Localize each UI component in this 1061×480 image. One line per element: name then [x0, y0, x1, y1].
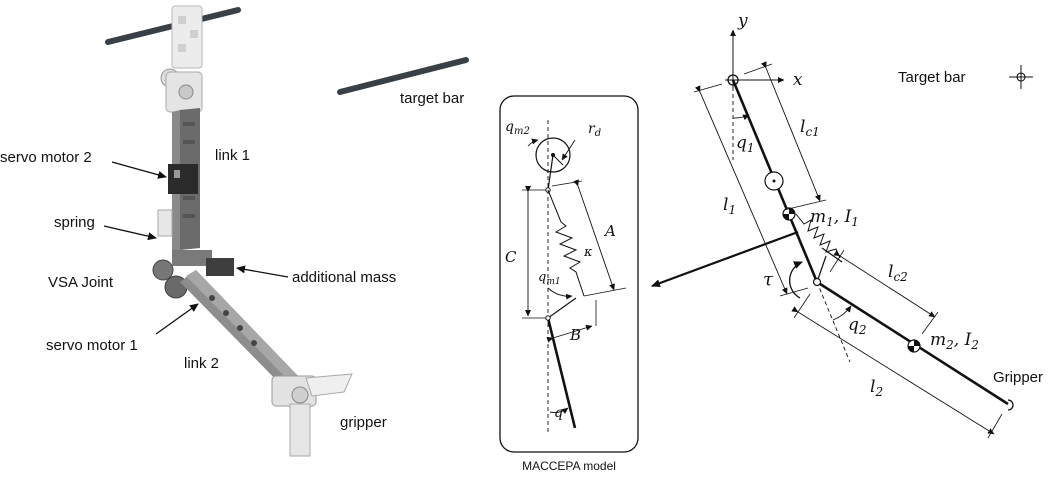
label-vsa-joint: VSA Joint [48, 274, 114, 291]
label-lc2: l [888, 262, 893, 282]
maccepa-inset: qm2 rd A C κ qm1 B q [499, 95, 639, 453]
label-additional-mass: additional mass [292, 269, 396, 286]
svg-text:qm1: qm1 [538, 270, 561, 287]
label-I2-sub: 2 [970, 338, 979, 352]
additional-mass-block [206, 258, 234, 276]
torque-arc [789, 261, 803, 299]
inset-caption: MACCEPA model [522, 459, 616, 473]
label-I1-sub: 1 [851, 215, 859, 229]
label-m1: m [810, 207, 826, 227]
label-I1: , I [834, 207, 852, 227]
label-I2: , I [954, 330, 972, 350]
arrow-additional-mass [236, 265, 289, 278]
vsa-wheel-upper [152, 259, 174, 281]
label-lc1-sub: c1 [805, 125, 819, 139]
inset-label-qm1-sub: m1 [546, 277, 560, 287]
label-l2-sub: 2 [874, 385, 883, 399]
target-bar [337, 57, 469, 95]
label-servo-motor-2: servo motor 2 [0, 149, 92, 166]
arrow-servo-motor-1 [155, 303, 199, 335]
label-servo-motor-1: servo motor 1 [46, 337, 138, 354]
svg-text:rd: rd [588, 121, 601, 139]
elbow-joint [812, 277, 822, 287]
inset-label-kappa: κ [583, 245, 593, 260]
svg-text:lc2: lc2 [888, 262, 908, 284]
inset-label-q: q [554, 405, 563, 421]
label-l2: l [870, 377, 875, 397]
svg-text:l1: l1 [723, 195, 736, 217]
spring-part [157, 209, 173, 237]
inset-spring [547, 189, 585, 297]
arrow-spring [103, 225, 157, 241]
label-gripper-schematic: Gripper [993, 369, 1043, 386]
arrow-servo-motor-2 [111, 161, 167, 179]
label-link-1: link 1 [215, 147, 250, 164]
svg-text:qm2: qm2 [505, 119, 530, 137]
svg-text:q2: q2 [848, 315, 867, 337]
svg-text:l2: l2 [870, 377, 883, 399]
label-link-2: link 2 [184, 355, 219, 372]
inset-label-qm1: q [538, 270, 546, 285]
axis-label-y: y [737, 11, 748, 31]
label-target-bar: target bar [400, 90, 464, 107]
inset-label-C: C [505, 248, 517, 266]
servo-2-block [168, 164, 198, 194]
label-l1: l [723, 195, 728, 215]
link-2-beam [180, 270, 300, 390]
com-m2 [907, 339, 921, 353]
label-spring: spring [54, 214, 95, 231]
inset-label-rd: r [588, 121, 596, 137]
lever-disk [535, 137, 571, 173]
schematic: y x [693, 11, 1043, 439]
target-bar-marker [1009, 65, 1033, 89]
svg-text:m2, I2: m2, I2 [930, 330, 979, 352]
label-target-bar-schematic: Target bar [898, 69, 966, 86]
label-l1-sub: 1 [728, 203, 736, 217]
inset-label-B: B [569, 326, 581, 344]
label-q2: q [848, 315, 859, 335]
gripper-part [271, 373, 353, 457]
label-lc2-sub: c2 [893, 270, 907, 284]
svg-text:lc1: lc1 [800, 117, 820, 139]
label-m2-sub: 2 [945, 338, 954, 352]
inset-label-qm2-sub: m2 [514, 126, 530, 137]
robot-illustration [105, 5, 469, 457]
zoom-arrow [651, 230, 799, 288]
label-m1-sub: 1 [826, 215, 834, 229]
inset-label-qm2: q [505, 119, 514, 135]
label-q2-sub: 2 [858, 323, 867, 337]
axis-label-x: x [793, 70, 803, 90]
label-gripper: gripper [340, 414, 387, 431]
top-bracket [160, 5, 203, 113]
inset-label-rd-sub: d [595, 128, 601, 139]
gripper-end [1007, 399, 1014, 411]
svg-text:q1: q1 [736, 133, 755, 155]
label-q1-sub: 1 [747, 141, 755, 155]
label-q1: q [736, 133, 747, 153]
inset-label-A: A [603, 222, 616, 240]
photo-labels: target bar servo motor 2 link 1 spring V… [0, 90, 464, 431]
label-m2: m [930, 330, 946, 350]
label-tau: τ [763, 269, 774, 290]
svg-text:m1, I1: m1, I1 [810, 207, 859, 229]
label-lc1: l [800, 117, 805, 137]
